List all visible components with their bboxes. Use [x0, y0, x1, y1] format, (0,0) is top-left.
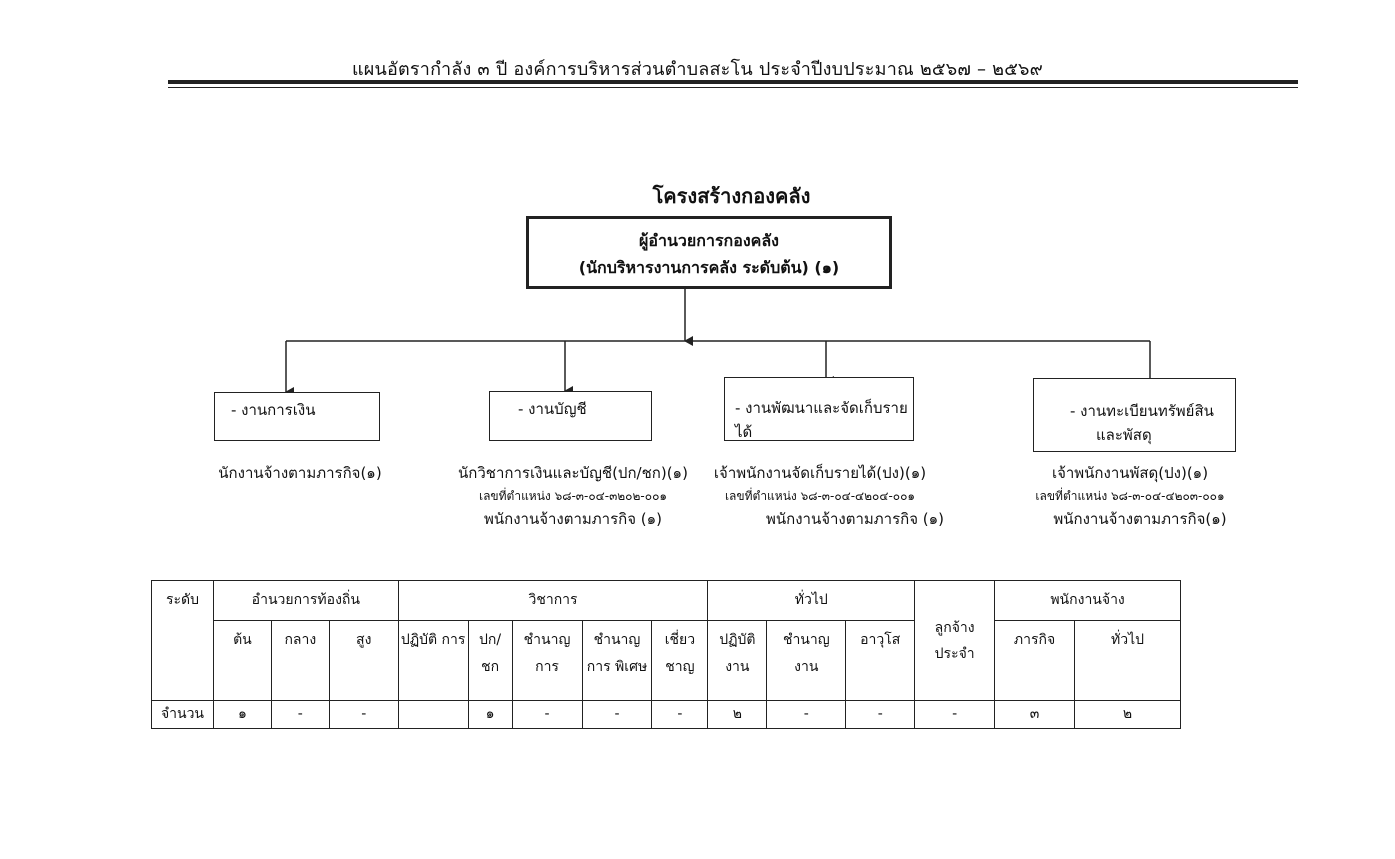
- count-cell: -: [328, 700, 399, 729]
- position-number: เลขที่ตำแหน่ง ๖๘-๓-๐๔-๓๒๐๒-๐๐๑: [478, 489, 668, 503]
- position-number: เลขที่ตำแหน่ง ๖๘-๓-๐๔-๔๒๐๓-๐๐๑: [1035, 489, 1225, 503]
- staff-line: เจ้าพนักงานพัสดุ(ปง)(๑): [1051, 464, 1209, 482]
- document-header-title: แผนอัตรากำลัง ๓ ปี องค์การบริหารส่วนตำบล…: [351, 59, 1044, 80]
- count-label: จำนวน: [151, 700, 214, 729]
- col-header: ชำนาญ การ: [511, 620, 583, 701]
- col-header: อาวุโส: [845, 620, 916, 701]
- col-header: ภารกิจ: [994, 620, 1076, 701]
- col-header: สูง: [328, 620, 399, 701]
- unit-box-assets: - งานทะเบียนทรัพย์สิน และพัสดุ: [1033, 378, 1236, 452]
- director-title: ผู้อำนวยการกองคลัง: [639, 231, 779, 250]
- unit-box-revenue: - งานพัฒนาและจัดเก็บรายได้: [724, 377, 914, 441]
- staff-line: เจ้าพนักงานจัดเก็บรายได้(ปง)(๑): [713, 464, 927, 482]
- manpower-summary-table: ระดับ อำนวยการท้องถิ่น วิชาการ ทั่วไป ลู…: [151, 580, 1181, 729]
- count-cell: -: [511, 700, 583, 729]
- staff-line: นักวิชาการเงินและบัญชี(ปก/ชก)(๑): [458, 464, 688, 482]
- director-position: (นักบริหารงานการคลัง ระดับต้น) (๑): [578, 258, 840, 277]
- unit-label-revenue: - งานพัฒนาและจัดเก็บรายได้: [735, 399, 908, 441]
- group-general: ทั่วไป: [707, 580, 916, 621]
- col-header: กลาง: [270, 620, 330, 701]
- group-academic: วิชาการ: [397, 580, 709, 621]
- count-cell: -: [914, 700, 996, 729]
- level-label: ระดับ: [151, 580, 214, 701]
- staff-line: พนักงานจ้างตามภารกิจ (๑): [765, 510, 945, 528]
- table-header-row-groups: ระดับ อำนวยการท้องถิ่น วิชาการ ทั่วไป ลู…: [151, 580, 1181, 701]
- table-row-count: จำนวน ๑ - - ๑ - - - ๒ - - - ๓ ๒: [151, 700, 1181, 729]
- count-cell: ๑: [467, 700, 513, 729]
- count-cell: ๒: [1074, 700, 1181, 729]
- col-header: ชำนาญ งาน: [766, 620, 847, 701]
- division-director-box: ผู้อำนวยการกองคลัง (นักบริหารงานการคลัง …: [526, 216, 892, 289]
- count-cell: ๓: [994, 700, 1076, 729]
- position-number: เลขที่ตำแหน่ง ๖๘-๓-๐๔-๔๒๐๔-๐๐๑: [724, 489, 916, 503]
- count-cell: -: [845, 700, 916, 729]
- unit-box-finance: - งานการเงิน: [214, 392, 380, 441]
- col-header: ปก/ ชก: [467, 620, 513, 701]
- unit-label-accounting: - งานบัญชี: [518, 400, 587, 418]
- group-permanent: ลูกจ้าง ประจำ: [914, 580, 996, 701]
- col-header: ต้น: [212, 620, 272, 701]
- group-permanent-label: ลูกจ้าง ประจำ: [934, 619, 975, 662]
- staff-assets: เจ้าพนักงานพัสดุ(ปง)(๑) เลขที่ตำแหน่ง ๖๘…: [1000, 462, 1260, 531]
- count-cell: -: [651, 700, 709, 729]
- staff-line: พนักงานจ้างตามภารกิจ(๑): [1053, 510, 1227, 528]
- count-cell: [397, 700, 469, 729]
- staff-finance: นักงานจ้างตามภารกิจ(๑): [200, 462, 400, 485]
- header-rule-thin: [168, 87, 1298, 88]
- count-cell: -: [270, 700, 330, 729]
- count-cell: ๑: [212, 700, 272, 729]
- unit-label-assets-line2: และพัสดุ: [1096, 426, 1152, 444]
- header-rule-thick: [168, 80, 1298, 84]
- col-header: ปฏิบัติ การ: [397, 620, 469, 701]
- unit-label-assets-line1: - งานทะเบียนทรัพย์สิน: [1070, 402, 1214, 420]
- col-header: ชำนาญ การ พิเศษ: [581, 620, 653, 701]
- staff-revenue: เจ้าพนักงานจัดเก็บรายได้(ปง)(๑) เลขที่ตำ…: [690, 462, 950, 531]
- staff-line: พนักงานจ้างตามภารกิจ (๑): [483, 510, 663, 528]
- unit-box-accounting: - งานบัญชี: [489, 391, 652, 441]
- col-header: เชี่ยว ชาญ: [651, 620, 709, 701]
- col-header: ทั่วไป: [1074, 620, 1181, 701]
- count-cell: -: [766, 700, 847, 729]
- count-cell: ๒: [707, 700, 768, 729]
- table-header-row-columns: ต้น กลาง สูง ปฏิบัติ การ ปก/ ชก ชำนาญ กา…: [152, 620, 1181, 701]
- group-employees: พนักงานจ้าง: [994, 580, 1181, 621]
- col-header: ปฏิบัติ งาน: [707, 620, 768, 701]
- count-cell: -: [581, 700, 653, 729]
- group-local-admin: อำนวยการท้องถิ่น: [212, 580, 399, 621]
- staff-accounting: นักวิชาการเงินและบัญชี(ปก/ชก)(๑) เลขที่ต…: [438, 462, 708, 531]
- org-chart-title: โครงสร้างกองคลัง: [652, 184, 811, 208]
- unit-label-finance: - งานการเงิน: [231, 401, 316, 419]
- staff-line: นักงานจ้างตามภารกิจ(๑): [218, 464, 382, 482]
